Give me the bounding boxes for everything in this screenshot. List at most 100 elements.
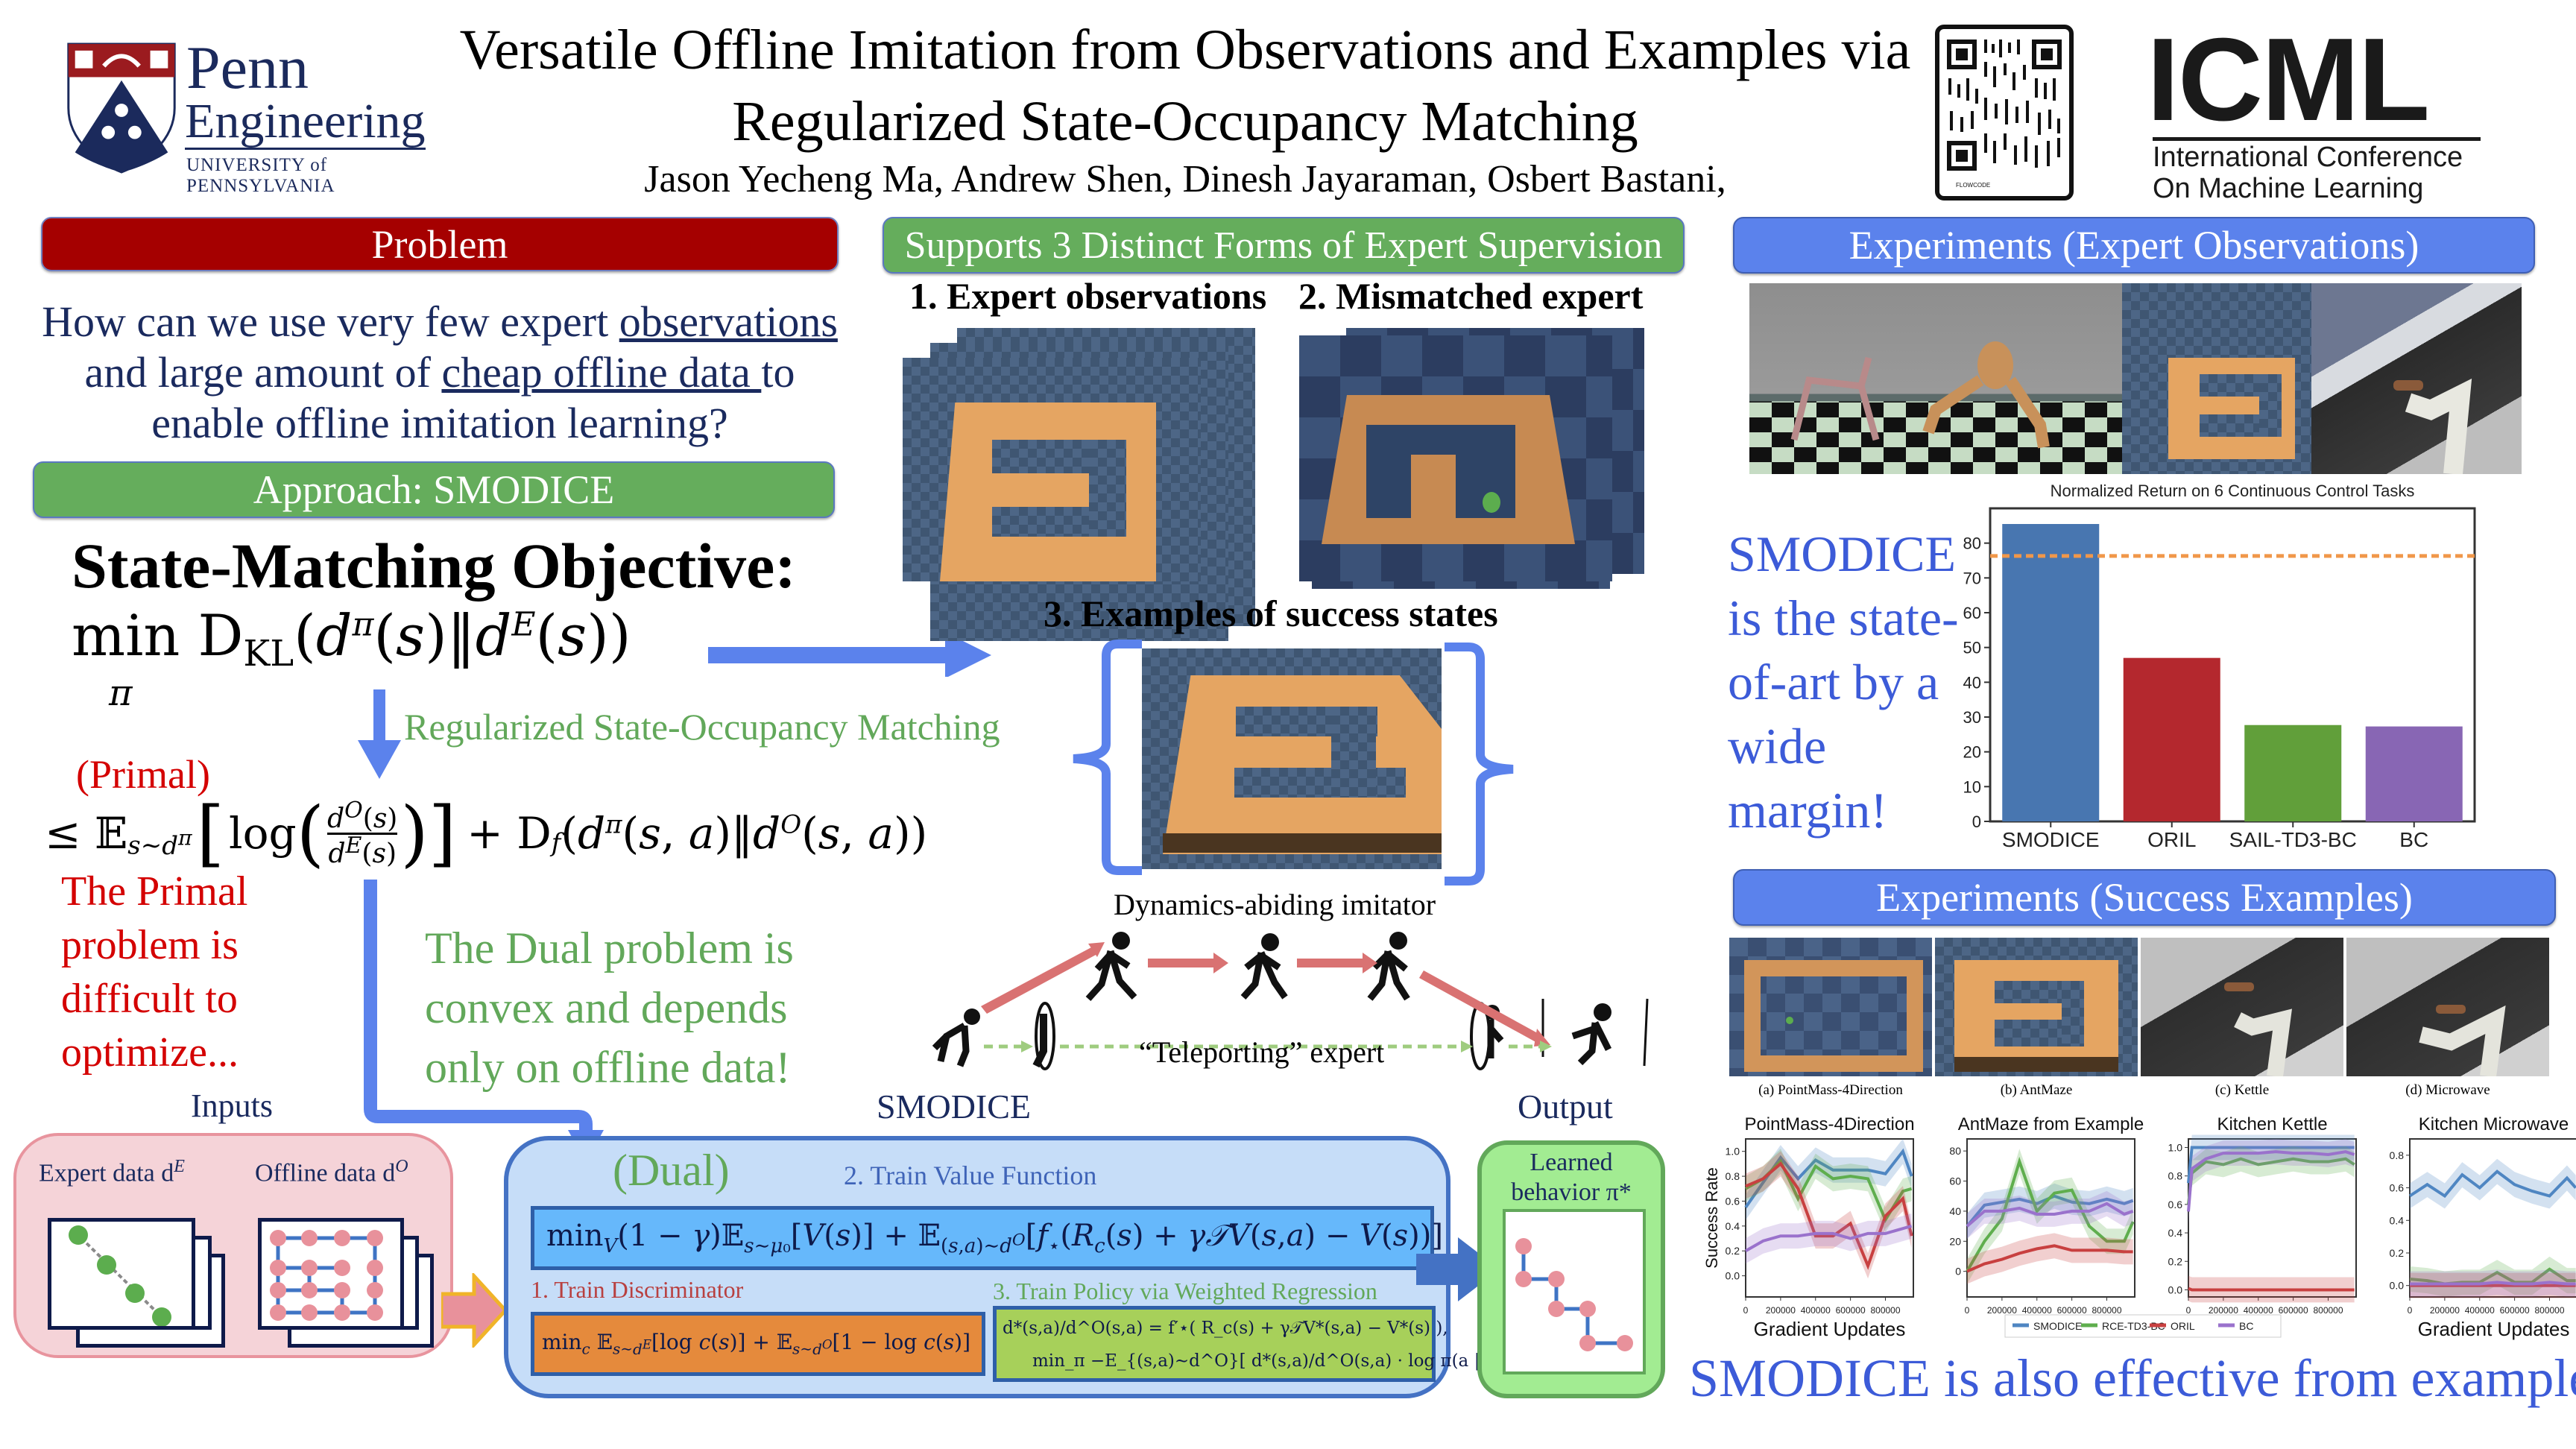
inputs-box: Expert data dE Offline data dO xyxy=(13,1133,453,1358)
poster-title-line1: Versatile Offline Imitation from Observa… xyxy=(459,19,1911,81)
goal-ball-icon xyxy=(1483,492,1500,513)
inputs-to-smodice-arrow-icon xyxy=(441,1273,508,1348)
series-line-bc xyxy=(1745,1224,1913,1252)
series-band-bc xyxy=(1746,1213,1912,1264)
series-line-bc xyxy=(1966,1202,2134,1228)
icml-full-line1: International Conference xyxy=(2153,142,2463,173)
microwave-env-image xyxy=(2346,938,2549,1078)
form1-label: 1. Expert observations xyxy=(909,275,1267,317)
y-tick-label: 0.2 xyxy=(1726,1245,1740,1257)
panel-frame xyxy=(1966,1138,2135,1298)
panel-title: Kitchen Kettle xyxy=(2217,1114,2327,1134)
qr-code[interactable]: FLOWCODE xyxy=(1935,25,2074,201)
normalized-return-bar-chart: Normalized Return on 6 Continuous Contro… xyxy=(1963,482,2476,851)
y-tick-label: 40 xyxy=(1963,673,1981,692)
bar-smodice xyxy=(2002,524,2100,821)
svg-text:FLOWCODE: FLOWCODE xyxy=(1956,182,1990,189)
imitator-label: Dynamics-abiding imitator xyxy=(1114,888,1436,921)
panel-frame xyxy=(2188,1138,2357,1298)
y-tick-label: 0.2 xyxy=(2168,1255,2183,1267)
pointmass-env-image xyxy=(1729,938,1932,1076)
x-tick-label: 600000 xyxy=(2500,1305,2530,1316)
step3-label: 3. Train Policy via Weighted Regression xyxy=(993,1278,1377,1304)
legend-label: RCE-TD3-BC xyxy=(2102,1320,2165,1332)
step1-label: 1. Train Discriminator xyxy=(531,1276,744,1303)
y-tick-label: 0 xyxy=(1972,812,1981,831)
penn-logo: Penn Engineering UNIVERSITY of PENNSYLVA… xyxy=(66,37,468,196)
poster-title-line2: Regularized State-Occupancy Matching xyxy=(732,90,1638,153)
env-caption-pointmass: (a) PointMass-4Direction xyxy=(1758,1082,1903,1098)
y-axis-label: Success Rate xyxy=(1702,1167,1721,1269)
y-tick-label: 10 xyxy=(1963,777,1981,796)
teleport-diagram xyxy=(932,932,1649,1070)
x-tick-label: SAIL-TD3-BC xyxy=(2229,828,2357,851)
imitator-arrow-icon xyxy=(981,942,1550,1046)
qr-code-icon: FLOWCODE xyxy=(1947,40,2062,189)
authors: Jason Yecheng Ma, Andrew Shen, Dinesh Ja… xyxy=(644,158,1726,201)
robot-arm-icon xyxy=(2393,378,2472,476)
x-axis-label: Gradient Updates xyxy=(1754,1318,1906,1340)
learned-trajectory xyxy=(1503,1209,1646,1374)
policy-formula-line2: min_π −E_{(s,a)∼d^O}[ d*(s,a)/d^O(s,a) ·… xyxy=(1032,1351,1513,1371)
x-tick-label: 0 xyxy=(1743,1305,1749,1316)
y-tick-label: 20 xyxy=(1949,1235,1961,1247)
y-tick-label: 0.0 xyxy=(2168,1284,2183,1295)
dual-note: The Dual problem is convex and depends o… xyxy=(425,924,794,1092)
panel-title: AntMaze from Example xyxy=(1958,1114,2144,1134)
series-band-rce-td3-bc xyxy=(1746,1149,1912,1233)
x-tick-label: 600000 xyxy=(2057,1305,2087,1316)
x-tick-label: 600000 xyxy=(2279,1305,2308,1316)
panel-title: Kitchen Microwave xyxy=(2419,1114,2569,1134)
output-label: Output xyxy=(1518,1087,1613,1126)
sota-claim: SMODICE is the state- of-art by a wide m… xyxy=(1728,525,1959,839)
y-tick-label: 0.4 xyxy=(1726,1220,1740,1232)
series-band-bc xyxy=(2188,1139,2355,1225)
legend-frame xyxy=(2004,1314,2282,1338)
question-line2: and large amount of cheap offline data t… xyxy=(84,348,795,397)
y-tick-label: 0.8 xyxy=(2168,1170,2183,1182)
right-brace-icon xyxy=(1445,643,1514,886)
y-tick-label: 0.6 xyxy=(2390,1182,2405,1194)
x-tick-label: 800000 xyxy=(2092,1305,2121,1316)
approach-header: Approach: SMODICE xyxy=(33,461,835,518)
series-line-smodice xyxy=(1966,1194,2134,1228)
approach-header-label: Approach: SMODICE xyxy=(253,467,615,512)
series-band-oril xyxy=(1746,1151,1912,1279)
offline-trajectory-icon xyxy=(270,1230,383,1321)
offline-data-label: Offline data dO xyxy=(255,1157,408,1187)
mismatched-expert-image xyxy=(1299,335,1612,581)
expert-observations-header: Experiments (Expert Observations) xyxy=(1733,217,2535,274)
examples-claim: SMODICE is also effective from examples! xyxy=(1689,1348,2576,1408)
problem-header: Problem xyxy=(41,217,839,271)
learned-trajectory-icon xyxy=(1515,1238,1633,1351)
policy-formula: d*(s,a)/d^O(s,a) = f′⋆( R_c(s) + γ𝒯V*(s,… xyxy=(993,1306,1513,1382)
icml-full-line2: On Machine Learning xyxy=(2153,173,2424,204)
objective-heading: State-Matching Objective: xyxy=(72,530,796,602)
y-tick-label: 40 xyxy=(1949,1205,1961,1217)
expert-data-label: Expert data dE xyxy=(39,1157,185,1187)
x-tick-label: 0 xyxy=(2186,1305,2191,1316)
legend-label: ORIL xyxy=(2171,1320,2195,1332)
x-tick-label: 200000 xyxy=(1987,1305,2017,1316)
penn-engineering: Engineering xyxy=(185,94,426,150)
primal-label: (Primal) xyxy=(76,752,210,797)
y-tick-label: 0.6 xyxy=(1726,1195,1740,1207)
form2-label: 2. Mismatched expert xyxy=(1298,275,1644,317)
success-examples-header: Experiments (Success Examples) xyxy=(1733,869,2556,926)
x-tick-label: 800000 xyxy=(2534,1305,2564,1316)
series-line-oril xyxy=(2188,1287,2355,1292)
inputs-label: Inputs xyxy=(191,1087,273,1124)
y-tick-label: 0.0 xyxy=(2390,1280,2405,1292)
env-caption-microwave: (d) Microwave xyxy=(2405,1082,2490,1098)
x-tick-label: 400000 xyxy=(2465,1305,2495,1316)
locomotion-env-image xyxy=(1749,283,2122,474)
series-line-rce-td3-bc xyxy=(2187,1157,2355,1205)
x-tick-label: BC xyxy=(2399,828,2428,851)
discriminator-formula: minc 𝔼s∼dE[log c(s)] + 𝔼s∼dO[1 − log c(s… xyxy=(531,1312,985,1376)
value-function-formula: minV(1 − γ)𝔼s∼μ₀[V(s)] + 𝔼(s,a)∼dO[f⋆(Rc… xyxy=(531,1206,1443,1270)
